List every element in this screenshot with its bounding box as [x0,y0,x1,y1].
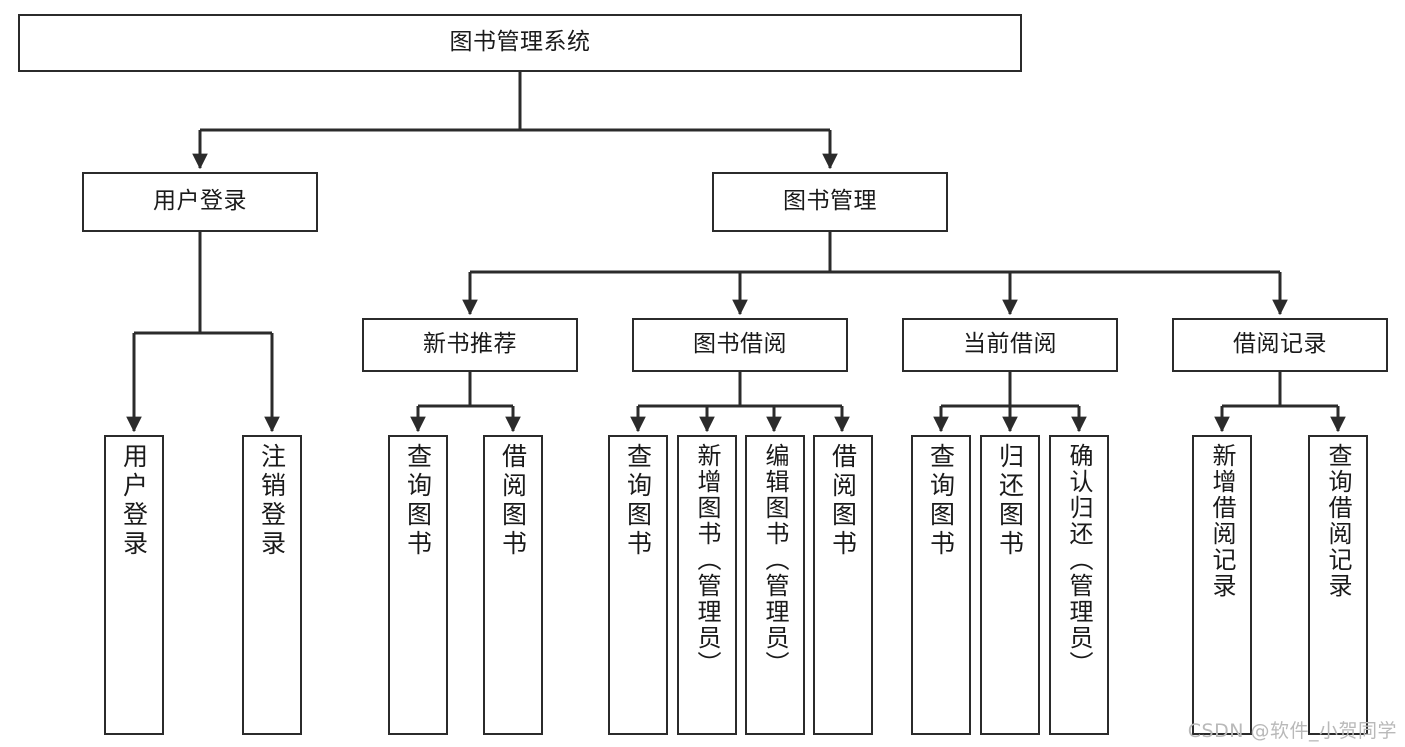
node-leaf-logout-login-label: 注销登录 [257,443,287,559]
node-new-book-recommendation-label: 新书推荐 [423,331,517,358]
node-leaf-edit-book-admin[interactable]: 编辑图书（管理员） [745,435,805,735]
node-leaf-borrow-book-borrow[interactable]: 借阅图书 [813,435,873,735]
node-borrow-record[interactable]: 借阅记录 [1172,318,1388,372]
node-leaf-return-book-label: 归还图书 [995,443,1025,559]
node-leaf-confirm-return-admin-label: 确认归还（管理员） [1065,443,1093,677]
node-leaf-confirm-return-admin[interactable]: 确认归还（管理员） [1049,435,1109,735]
node-root-system[interactable]: 图书管理系统 [18,14,1022,72]
node-book-management[interactable]: 图书管理 [712,172,948,232]
node-book-borrow-label: 图书借阅 [693,331,787,358]
node-leaf-add-book-admin[interactable]: 新增图书（管理员） [677,435,737,735]
node-root-system-label: 图书管理系统 [449,29,591,56]
node-leaf-query-borrow-record[interactable]: 查询借阅记录 [1308,435,1368,735]
node-leaf-query-book-borrow-label: 查询图书 [623,443,653,559]
node-current-borrow-label: 当前借阅 [963,331,1057,358]
node-leaf-query-book-borrow[interactable]: 查询图书 [608,435,668,735]
node-book-management-label: 图书管理 [783,188,877,215]
node-leaf-borrow-book-borrow-label: 借阅图书 [828,443,858,559]
node-user-login-label: 用户登录 [153,188,247,215]
node-leaf-logout-login[interactable]: 注销登录 [242,435,302,735]
node-leaf-query-book-new[interactable]: 查询图书 [388,435,448,735]
node-leaf-edit-book-admin-label: 编辑图书（管理员） [761,443,789,677]
node-borrow-record-label: 借阅记录 [1233,331,1327,358]
node-leaf-user-login-label: 用户登录 [119,443,149,559]
node-leaf-query-book-current-label: 查询图书 [926,443,956,559]
node-user-login[interactable]: 用户登录 [82,172,318,232]
node-leaf-query-book-current[interactable]: 查询图书 [911,435,971,735]
node-leaf-add-borrow-record-label: 新增借阅记录 [1208,443,1236,599]
node-new-book-recommendation[interactable]: 新书推荐 [362,318,578,372]
node-current-borrow[interactable]: 当前借阅 [902,318,1118,372]
node-leaf-query-book-new-label: 查询图书 [403,443,433,559]
node-leaf-user-login[interactable]: 用户登录 [104,435,164,735]
node-leaf-add-borrow-record[interactable]: 新增借阅记录 [1192,435,1252,735]
node-leaf-borrow-book-new-label: 借阅图书 [498,443,528,559]
node-leaf-add-book-admin-label: 新增图书（管理员） [693,443,721,677]
node-leaf-return-book[interactable]: 归还图书 [980,435,1040,735]
node-book-borrow[interactable]: 图书借阅 [632,318,848,372]
node-leaf-query-borrow-record-label: 查询借阅记录 [1324,443,1352,599]
node-leaf-borrow-book-new[interactable]: 借阅图书 [483,435,543,735]
